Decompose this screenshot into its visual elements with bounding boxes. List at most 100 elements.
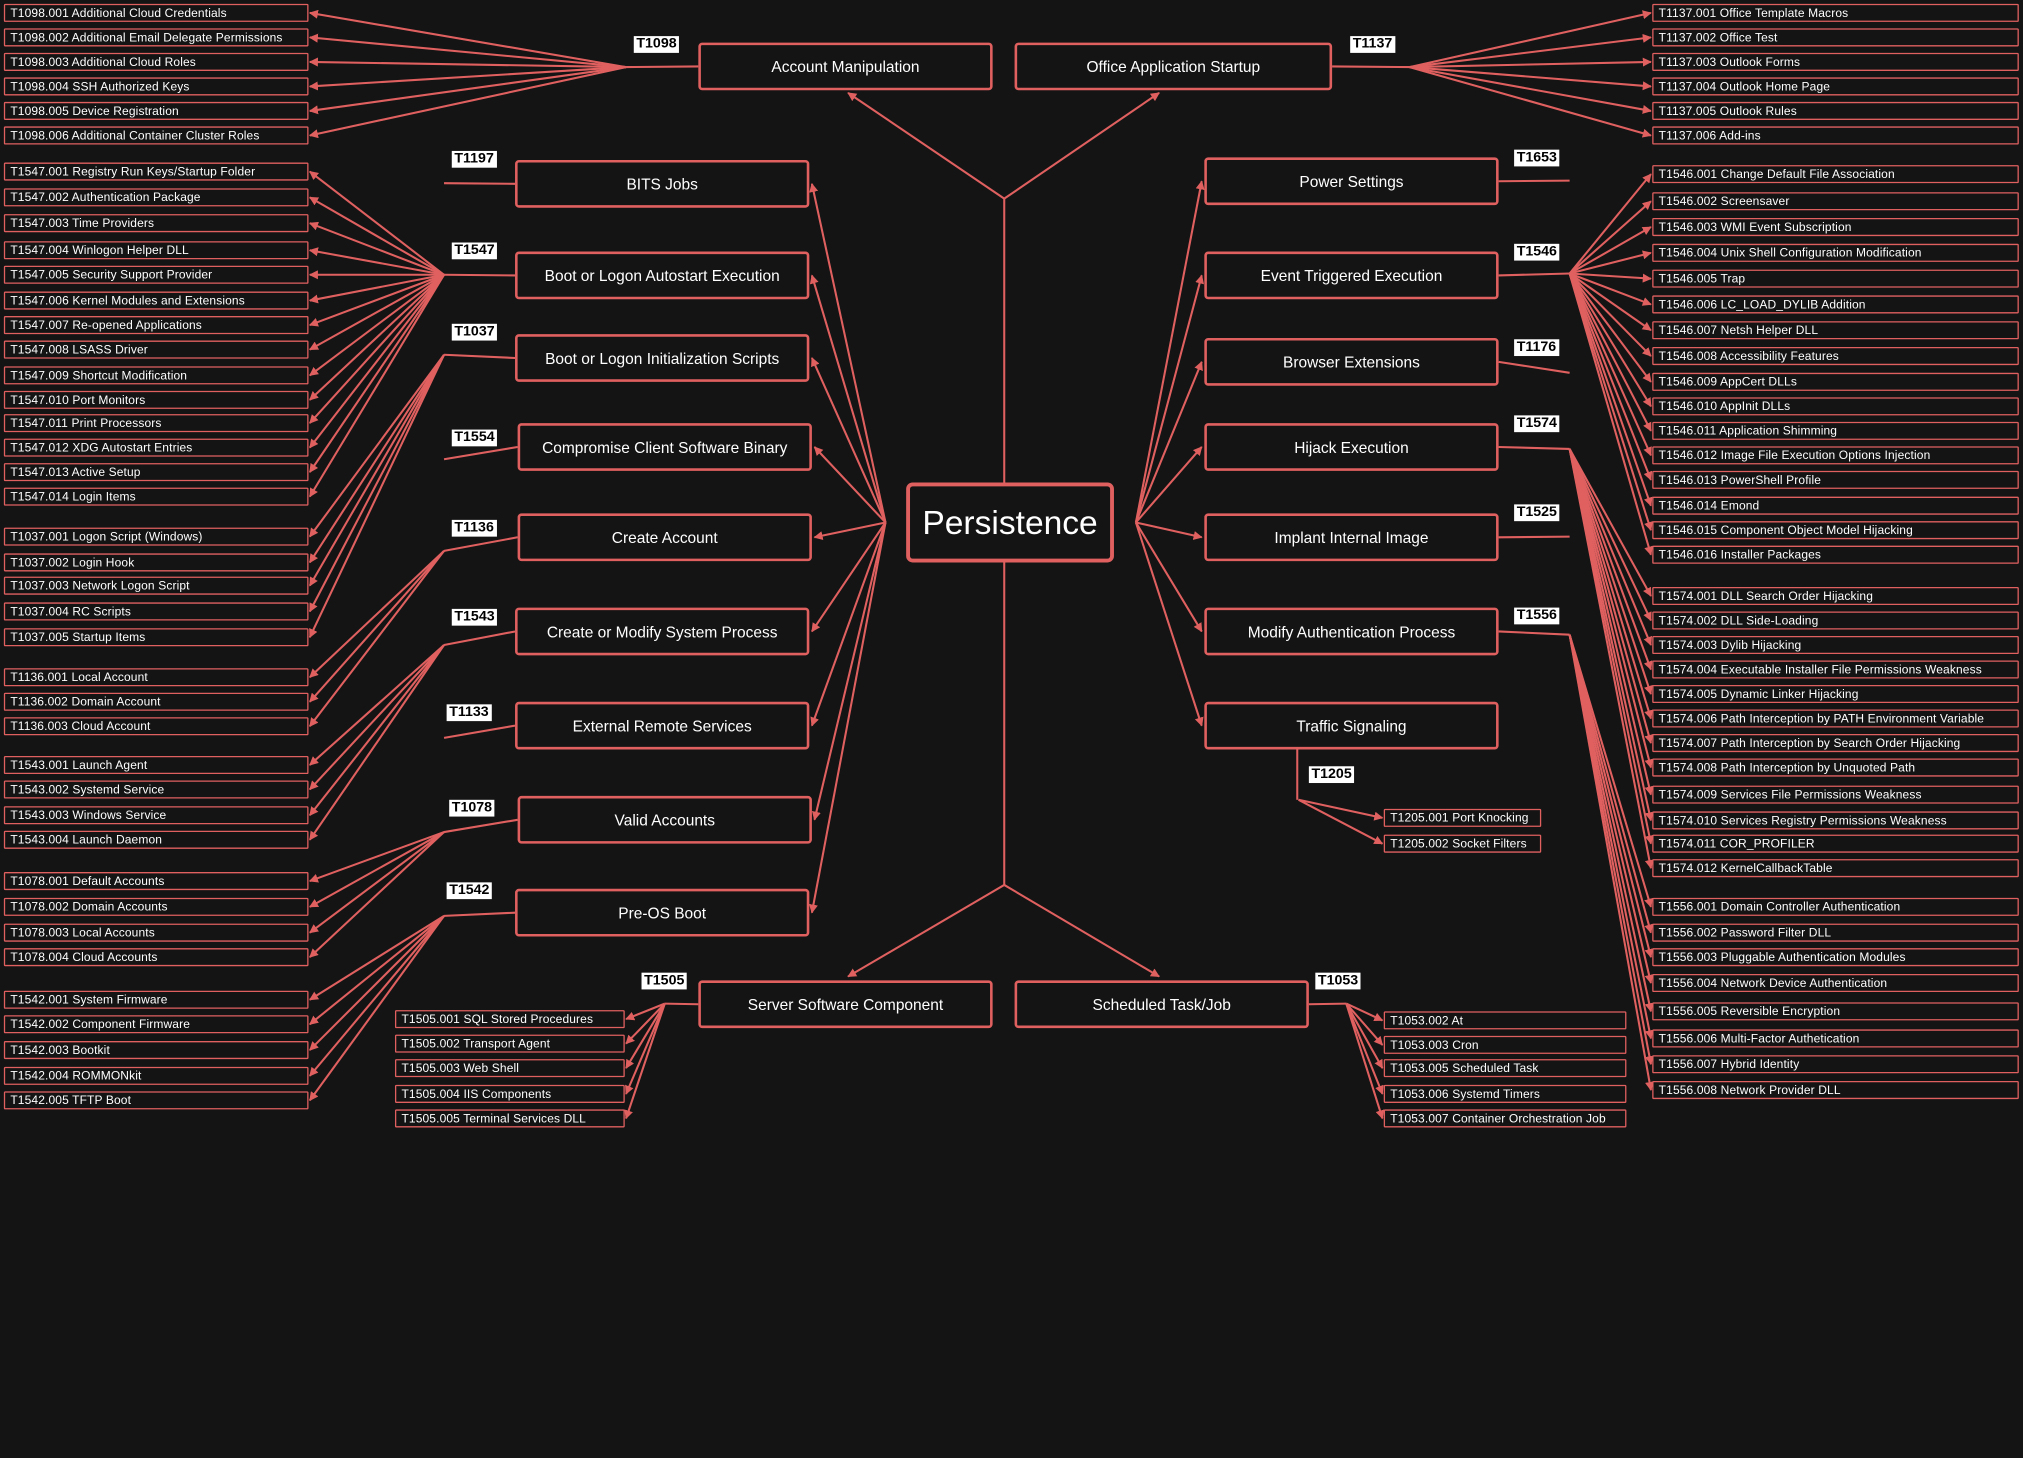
sub-technique-item[interactable]: T1205.001 Port Knocking	[1383, 808, 1542, 827]
sub-technique-item[interactable]: T1574.004 Executable Installer File Perm…	[1652, 660, 2019, 679]
sub-technique-item[interactable]: T1547.013 Active Setup	[3, 463, 309, 482]
sub-technique-item[interactable]: T1547.003 Time Providers	[3, 214, 309, 233]
sub-technique-item[interactable]: T1137.004 Outlook Home Page	[1652, 77, 2019, 96]
technique-node-t1574[interactable]: Hijack Execution	[1204, 423, 1499, 471]
sub-technique-item[interactable]: T1547.010 Port Monitors	[3, 390, 309, 409]
sub-technique-item[interactable]: T1547.014 Login Items	[3, 487, 309, 506]
sub-technique-item[interactable]: T1505.001 SQL Stored Procedures	[394, 1010, 625, 1029]
technique-node-t1053[interactable]: Scheduled Task/Job	[1014, 980, 1309, 1029]
sub-technique-item[interactable]: T1546.012 Image File Execution Options I…	[1652, 446, 2019, 465]
sub-technique-item[interactable]: T1546.015 Component Object Model Hijacki…	[1652, 521, 2019, 540]
sub-technique-item[interactable]: T1547.012 XDG Autostart Entries	[3, 438, 309, 457]
sub-technique-item[interactable]: T1542.001 System Firmware	[3, 990, 309, 1009]
sub-technique-item[interactable]: T1078.002 Domain Accounts	[3, 897, 309, 916]
sub-technique-item[interactable]: T1542.004 ROMMONkit	[3, 1066, 309, 1085]
technique-node-t1037[interactable]: Boot or Logon Initialization Scripts	[515, 334, 810, 382]
sub-technique-item[interactable]: T1505.004 IIS Components	[394, 1084, 625, 1103]
sub-technique-item[interactable]: T1137.006 Add-ins	[1652, 126, 2019, 145]
sub-technique-item[interactable]: T1574.008 Path Interception by Unquoted …	[1652, 758, 2019, 777]
sub-technique-item[interactable]: T1053.002 At	[1383, 1011, 1627, 1030]
sub-technique-item[interactable]: T1053.007 Container Orchestration Job	[1383, 1109, 1627, 1128]
technique-node-t1543[interactable]: Create or Modify System Process	[515, 607, 810, 656]
sub-technique-item[interactable]: T1546.016 Installer Packages	[1652, 545, 2019, 564]
sub-technique-item[interactable]: T1546.011 Application Shimming	[1652, 421, 2019, 440]
sub-technique-item[interactable]: T1542.002 Component Firmware	[3, 1015, 309, 1034]
sub-technique-item[interactable]: T1556.002 Password Filter DLL	[1652, 923, 2019, 942]
sub-technique-item[interactable]: T1547.011 Print Processors	[3, 414, 309, 433]
sub-technique-item[interactable]: T1053.006 Systemd Timers	[1383, 1084, 1627, 1103]
sub-technique-item[interactable]: T1546.002 Screensaver	[1652, 192, 2019, 211]
sub-technique-item[interactable]: T1098.002 Additional Email Delegate Perm…	[3, 28, 309, 47]
sub-technique-item[interactable]: T1547.009 Shortcut Modification	[3, 366, 309, 385]
sub-technique-item[interactable]: T1556.007 Hybrid Identity	[1652, 1055, 2019, 1074]
sub-technique-item[interactable]: T1542.003 Bootkit	[3, 1041, 309, 1060]
technique-node-t1554[interactable]: Compromise Client Software Binary	[517, 423, 812, 471]
sub-technique-item[interactable]: T1546.007 Netsh Helper DLL	[1652, 321, 2019, 340]
sub-technique-item[interactable]: T1574.011 COR_PROFILER	[1652, 834, 2019, 853]
sub-technique-item[interactable]: T1543.003 Windows Service	[3, 806, 309, 825]
sub-technique-item[interactable]: T1547.001 Registry Run Keys/Startup Fold…	[3, 162, 309, 181]
sub-technique-item[interactable]: T1137.001 Office Template Macros	[1652, 3, 2019, 22]
sub-technique-item[interactable]: T1547.007 Re-opened Applications	[3, 316, 309, 335]
sub-technique-item[interactable]: T1574.003 Dylib Hijacking	[1652, 635, 2019, 655]
technique-node-t1546[interactable]: Event Triggered Execution	[1204, 251, 1499, 300]
technique-node-t1542[interactable]: Pre-OS Boot	[515, 888, 810, 937]
root-node[interactable]: Persistence	[906, 482, 1114, 563]
sub-technique-item[interactable]: T1546.005 Trap	[1652, 269, 2019, 288]
technique-node-t1556[interactable]: Modify Authentication Process	[1204, 607, 1499, 656]
sub-technique-item[interactable]: T1098.006 Additional Container Cluster R…	[3, 126, 309, 145]
technique-node-t1176[interactable]: Browser Extensions	[1204, 337, 1499, 386]
sub-technique-item[interactable]: T1037.004 RC Scripts	[3, 602, 309, 621]
sub-technique-item[interactable]: T1574.010 Services Registry Permissions …	[1652, 811, 2019, 830]
sub-technique-item[interactable]: T1556.001 Domain Controller Authenticati…	[1652, 897, 2019, 916]
sub-technique-item[interactable]: T1546.009 AppCert DLLs	[1652, 372, 2019, 391]
sub-technique-item[interactable]: T1547.002 Authentication Package	[3, 188, 309, 207]
sub-technique-item[interactable]: T1547.004 Winlogon Helper DLL	[3, 241, 309, 260]
sub-technique-item[interactable]: T1053.003 Cron	[1383, 1035, 1627, 1054]
sub-technique-item[interactable]: T1556.008 Network Provider DLL	[1652, 1081, 2019, 1100]
sub-technique-item[interactable]: T1574.005 Dynamic Linker Hijacking	[1652, 684, 2019, 704]
sub-technique-item[interactable]: T1137.003 Outlook Forms	[1652, 52, 2019, 71]
technique-node-t1133[interactable]: External Remote Services	[515, 701, 810, 750]
sub-technique-item[interactable]: T1098.005 Device Registration	[3, 101, 309, 120]
sub-technique-item[interactable]: T1543.004 Launch Daemon	[3, 830, 309, 849]
sub-technique-item[interactable]: T1078.001 Default Accounts	[3, 872, 309, 891]
sub-technique-item[interactable]: T1546.008 Accessibility Features	[1652, 347, 2019, 366]
technique-node-t1505[interactable]: Server Software Component	[698, 980, 993, 1029]
sub-technique-item[interactable]: T1556.003 Pluggable Authentication Modul…	[1652, 948, 2019, 967]
sub-technique-item[interactable]: T1547.006 Kernel Modules and Extensions	[3, 291, 309, 310]
sub-technique-item[interactable]: T1574.007 Path Interception by Search Or…	[1652, 734, 2019, 753]
technique-node-t1525[interactable]: Implant Internal Image	[1204, 513, 1499, 562]
sub-technique-item[interactable]: T1574.006 Path Interception by PATH Envi…	[1652, 709, 2019, 728]
sub-technique-item[interactable]: T1556.004 Network Device Authentication	[1652, 973, 2019, 993]
technique-node-t1205[interactable]: Traffic Signaling	[1204, 701, 1499, 750]
sub-technique-item[interactable]: T1574.012 KernelCallbackTable	[1652, 859, 2019, 878]
technique-node-t1136[interactable]: Create Account	[517, 513, 812, 562]
sub-technique-item[interactable]: T1098.004 SSH Authorized Keys	[3, 77, 309, 96]
sub-technique-item[interactable]: T1505.003 Web Shell	[394, 1059, 625, 1078]
sub-technique-item[interactable]: T1137.005 Outlook Rules	[1652, 101, 2019, 120]
technique-node-t1137[interactable]: Office Application Startup	[1014, 42, 1333, 91]
technique-node-t1098[interactable]: Account Manipulation	[698, 42, 993, 91]
sub-technique-item[interactable]: T1543.002 Systemd Service	[3, 780, 309, 799]
sub-technique-item[interactable]: T1546.001 Change Default File Associatio…	[1652, 165, 2019, 184]
sub-technique-item[interactable]: T1098.003 Additional Cloud Roles	[3, 52, 309, 71]
sub-technique-item[interactable]: T1137.002 Office Test	[1652, 28, 2019, 47]
sub-technique-item[interactable]: T1136.003 Cloud Account	[3, 717, 309, 736]
sub-technique-item[interactable]: T1543.001 Launch Agent	[3, 755, 309, 774]
sub-technique-item[interactable]: T1037.005 Startup Items	[3, 628, 309, 647]
sub-technique-item[interactable]: T1574.001 DLL Search Order Hijacking	[1652, 586, 2019, 606]
sub-technique-item[interactable]: T1546.010 AppInit DLLs	[1652, 397, 2019, 416]
technique-node-t1078[interactable]: Valid Accounts	[517, 795, 812, 844]
sub-technique-item[interactable]: T1205.002 Socket Filters	[1383, 834, 1542, 853]
sub-technique-item[interactable]: T1505.005 Terminal Services DLL	[394, 1109, 625, 1128]
sub-technique-item[interactable]: T1037.001 Logon Script (Windows)	[3, 527, 309, 546]
sub-technique-item[interactable]: T1505.002 Transport Agent	[394, 1034, 625, 1053]
sub-technique-item[interactable]: T1546.014 Emond	[1652, 496, 2019, 515]
sub-technique-item[interactable]: T1546.003 WMI Event Subscription	[1652, 218, 2019, 237]
sub-technique-item[interactable]: T1574.009 Services File Permissions Weak…	[1652, 785, 2019, 804]
sub-technique-item[interactable]: T1078.003 Local Accounts	[3, 923, 309, 942]
sub-technique-item[interactable]: T1037.003 Network Logon Script	[3, 576, 309, 595]
sub-technique-item[interactable]: T1542.005 TFTP Boot	[3, 1091, 309, 1110]
sub-technique-item[interactable]: T1546.004 Unix Shell Configuration Modif…	[1652, 243, 2019, 262]
